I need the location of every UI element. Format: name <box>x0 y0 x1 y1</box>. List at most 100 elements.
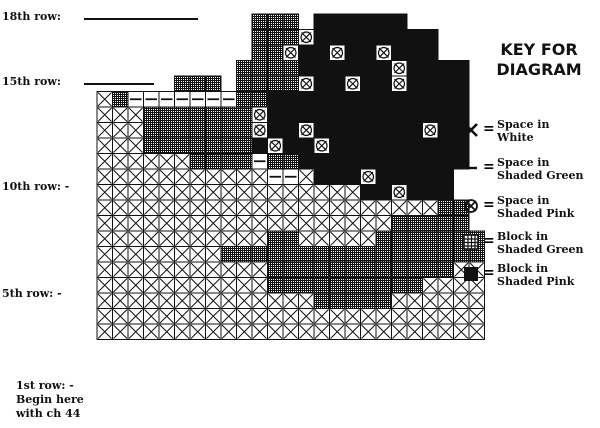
space-pink-circle <box>393 186 406 199</box>
space-white-mark <box>221 185 236 200</box>
space-white-mark <box>268 309 283 324</box>
block-shaded-pink <box>375 13 392 30</box>
space-white-mark <box>330 185 345 200</box>
space-white-mark <box>175 200 190 215</box>
block-shaded-green <box>422 230 439 247</box>
block-shaded-green <box>205 122 222 139</box>
space-white-mark <box>113 138 128 153</box>
block-shaded-green <box>329 246 346 263</box>
space-white-mark <box>221 169 236 184</box>
block-shaded-pink <box>360 137 377 154</box>
space-white-mark <box>299 309 314 324</box>
space-white-mark <box>454 293 469 308</box>
space-white-mark <box>206 324 221 339</box>
space-white-mark <box>97 154 112 169</box>
block-shaded-green <box>360 261 377 278</box>
filled-square-icon <box>464 267 478 281</box>
block-shaded-green <box>143 137 160 154</box>
space-white-mark <box>128 231 143 246</box>
space-white-mark <box>159 324 174 339</box>
space-pink-mark <box>425 125 436 136</box>
block-shaded-green <box>189 153 206 170</box>
space-white-mark <box>206 200 221 215</box>
block-shaded-green <box>267 230 284 247</box>
block-shaded-green <box>313 292 330 309</box>
space-pink-circle <box>393 62 406 75</box>
block-shaded-green <box>267 29 284 46</box>
block-shaded-pink <box>437 122 454 139</box>
space-white-mark <box>454 324 469 339</box>
space-pink-mark <box>394 187 405 198</box>
space-white-mark <box>144 324 159 339</box>
block-shaded-green <box>406 261 423 278</box>
space-white-mark <box>190 278 205 293</box>
space-white-mark <box>376 324 391 339</box>
block-shaded-green <box>437 230 454 247</box>
space-white-mark <box>144 262 159 277</box>
block-shaded-green <box>267 44 284 61</box>
space-white-mark <box>345 309 360 324</box>
space-white-mark <box>283 293 298 308</box>
block-shaded-green <box>391 230 408 247</box>
block-shaded-pink <box>329 122 346 139</box>
block-shaded-green <box>406 246 423 263</box>
block-shaded-pink <box>282 122 299 139</box>
block-shaded-pink <box>298 137 315 154</box>
space-white-mark <box>283 185 298 200</box>
space-pink-circle <box>269 139 282 152</box>
block-shaded-pink <box>422 91 439 108</box>
space-white-mark <box>159 247 174 262</box>
space-white-mark <box>128 138 143 153</box>
block-shaded-pink <box>406 184 423 201</box>
space-white-mark <box>159 278 174 293</box>
space-pink-mark <box>254 109 265 120</box>
block-shaded-pink <box>375 75 392 92</box>
space-white-mark <box>175 216 190 231</box>
space-white-mark <box>159 169 174 184</box>
block-shaded-green <box>406 277 423 294</box>
space-white-mark <box>299 200 314 215</box>
block-shaded-pink <box>360 60 377 77</box>
space-white-mark <box>237 293 252 308</box>
block-shaded-pink <box>329 153 346 170</box>
space-white-mark <box>283 324 298 339</box>
space-white-mark <box>237 262 252 277</box>
block-shaded-green <box>236 106 253 123</box>
block-shaded-pink <box>422 44 439 61</box>
space-white-mark <box>128 200 143 215</box>
space-white-mark <box>190 185 205 200</box>
space-pink-mark <box>301 32 312 43</box>
space-white-mark <box>345 200 360 215</box>
block-shaded-green <box>251 44 268 61</box>
space-white-mark <box>314 200 329 215</box>
x-circle-icon <box>464 199 478 213</box>
block-shaded-green <box>205 75 222 92</box>
key-text-line2: Shaded Pink <box>497 275 575 288</box>
block-shaded-green <box>267 75 284 92</box>
space-white-mark <box>144 200 159 215</box>
block-shaded-pink <box>406 122 423 139</box>
block-shaded-green <box>391 277 408 294</box>
space-white-mark <box>423 278 438 293</box>
block-shaded-pink <box>422 60 439 77</box>
block-shaded-green <box>236 91 253 108</box>
block-shaded-pink <box>329 75 346 92</box>
space-white-mark <box>330 324 345 339</box>
row-pointer-15 <box>84 83 154 85</box>
block-shaded-pink <box>329 137 346 154</box>
space-white-mark <box>190 216 205 231</box>
block-shaded-green <box>236 137 253 154</box>
space-white-mark <box>423 293 438 308</box>
key-title: KEY FOR DIAGRAM <box>484 40 594 80</box>
key-text: Space in Shaded Green <box>497 156 583 182</box>
block-shaded-pink <box>329 29 346 46</box>
block-shaded-green <box>422 261 439 278</box>
space-white-mark <box>221 262 236 277</box>
space-white-mark <box>128 107 143 122</box>
space-pink-mark <box>270 140 281 151</box>
block-shaded-pink <box>391 122 408 139</box>
block-shaded-pink <box>406 106 423 123</box>
block-shaded-pink <box>267 106 284 123</box>
block-shaded-pink <box>437 106 454 123</box>
